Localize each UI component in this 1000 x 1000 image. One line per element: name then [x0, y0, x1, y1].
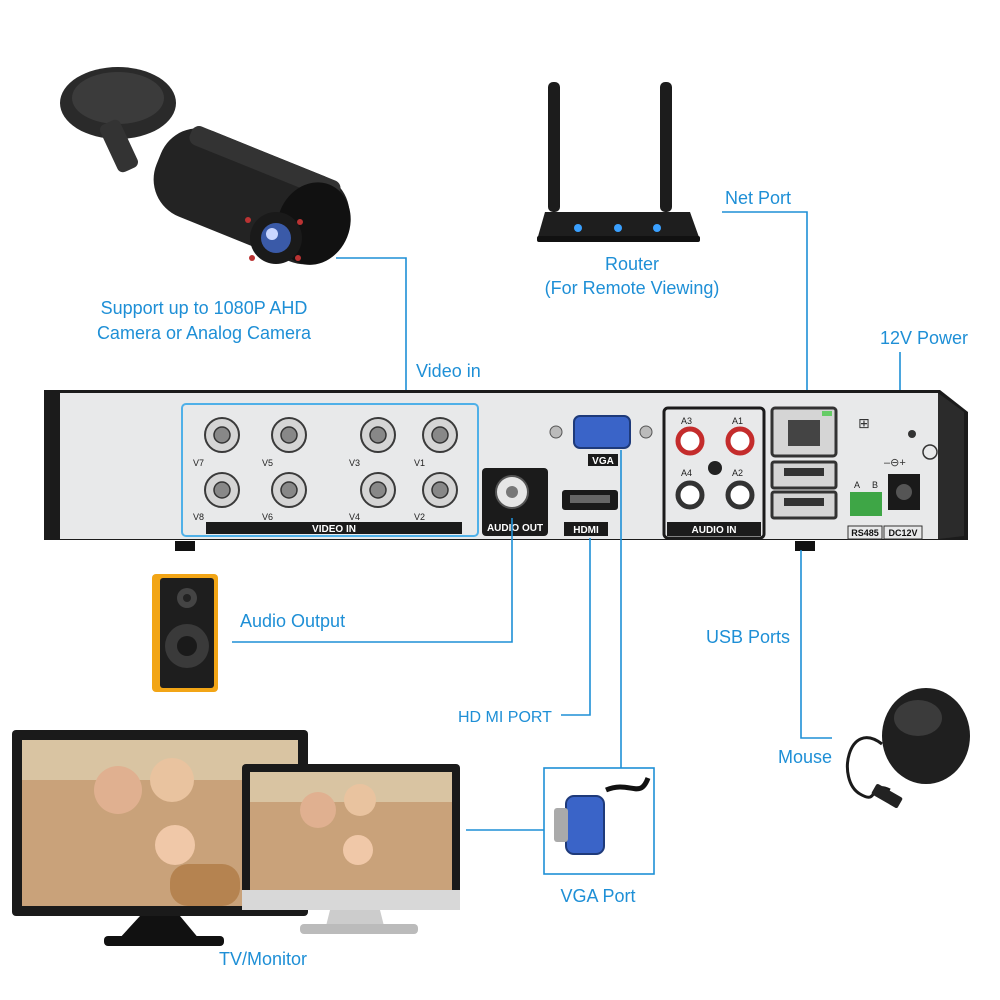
port-a4: A4 — [681, 468, 692, 478]
camera-label-line1: Support up to 1080P AHD — [101, 298, 308, 318]
rs485-b: B — [872, 480, 878, 490]
port-v8: V8 — [193, 512, 204, 522]
port-v6: V6 — [262, 512, 273, 522]
screw-icon — [908, 430, 916, 438]
rs485-a: A — [854, 480, 860, 490]
hdmi-panel-label: HDMI — [573, 525, 599, 536]
dc12v-label: DC12V — [888, 528, 917, 538]
net-port-label: Net Port — [725, 188, 791, 208]
bullet-camera-illustration — [60, 67, 365, 278]
rs485-label: RS485 — [851, 528, 879, 538]
audio-out-panel-label: AUDIO OUT — [487, 523, 543, 534]
rs485-terminal — [850, 492, 882, 516]
port-a3: A3 — [681, 416, 692, 426]
port-v1: V1 — [414, 458, 425, 468]
network-symbol-icon: ⊞ — [858, 415, 870, 431]
port-a1: A1 — [732, 416, 743, 426]
speaker-illustration — [152, 574, 218, 692]
mouse-illustration — [847, 688, 970, 809]
port-v4: V4 — [349, 512, 360, 522]
vga-panel-label: VGA — [592, 456, 614, 467]
video-in-wire — [336, 258, 406, 400]
camera-label-line2: Camera or Analog Camera — [97, 323, 312, 343]
vga-port-label: VGA Port — [560, 886, 635, 906]
port-v2: V2 — [414, 512, 425, 522]
vga-connector — [574, 416, 630, 448]
net-port-wire — [722, 212, 807, 410]
polarity-icon: –⊖+ — [884, 457, 906, 469]
port-v7: V7 — [193, 458, 204, 468]
video-in-panel-label: VIDEO IN — [312, 524, 356, 535]
mouse-label: Mouse — [778, 747, 832, 767]
port-v5: V5 — [262, 458, 273, 468]
audio-in-panel-label: AUDIO IN — [692, 525, 737, 536]
router-illustration — [537, 82, 700, 242]
power-label: 12V Power — [880, 328, 968, 348]
usb-ports-label: USB Ports — [706, 627, 790, 647]
audio-output-label: Audio Output — [240, 611, 345, 631]
router-sublabel: (For Remote Viewing) — [545, 278, 720, 298]
usb-wire — [801, 550, 832, 738]
hdmi-wire — [561, 538, 590, 715]
video-in-label: Video in — [416, 361, 481, 381]
router-label: Router — [605, 254, 659, 274]
port-v3: V3 — [349, 458, 360, 468]
tv-monitor-label: TV/Monitor — [219, 949, 307, 969]
port-a2: A2 — [732, 468, 743, 478]
tv-monitor-small — [242, 764, 460, 934]
hdmi-port-label: HD MI PORT — [458, 709, 552, 726]
